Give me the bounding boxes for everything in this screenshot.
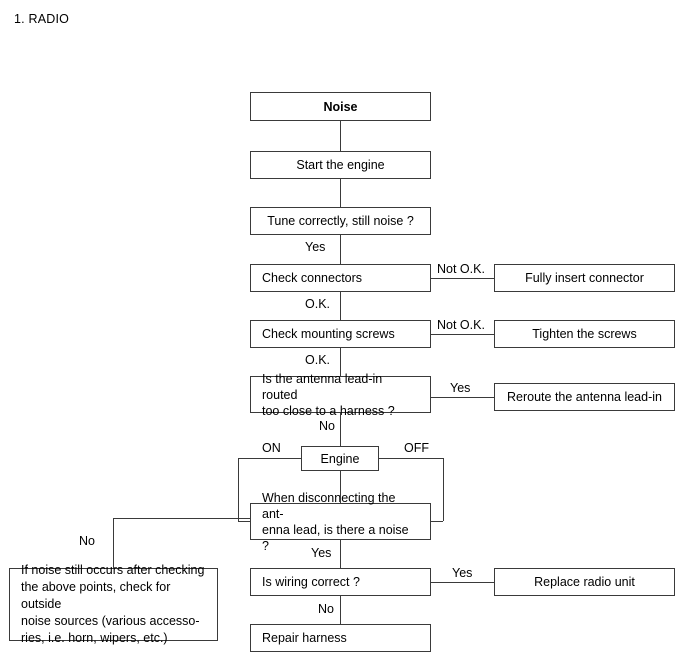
edge-label-disconnect-no: No — [79, 534, 95, 548]
node-start-engine[interactable]: Start the engine — [250, 151, 431, 179]
edge-label-screws-not-ok: Not O.K. — [437, 318, 485, 332]
edge-label-connectors-not-ok: Not O.K. — [437, 262, 485, 276]
edge-start-engine-to-tune — [340, 179, 341, 207]
node-disconnect-antenna-question[interactable]: When disconnecting the ant- enna lead, i… — [250, 491, 431, 553]
node-tune-correctly[interactable]: Tune correctly, still noise ? — [250, 207, 431, 235]
node-repair-harness[interactable]: Repair harness — [250, 624, 431, 652]
edge-antenna-to-reroute — [431, 397, 494, 398]
edge-label-disconnect-yes: Yes — [311, 546, 332, 560]
edge-disconnect-no-vertical — [113, 518, 114, 568]
edge-engine-on-horizontal — [238, 458, 301, 459]
edge-engine-on-into-box — [238, 521, 250, 522]
node-tighten-screws[interactable]: Tighten the screws — [494, 320, 675, 348]
edge-disconnect-to-wiring — [340, 540, 341, 568]
page-title: 1. RADIO — [14, 12, 70, 26]
node-check-mounting-screws[interactable]: Check mounting screws — [250, 320, 431, 348]
edge-label-wiring-no: No — [318, 602, 334, 616]
node-engine[interactable]: Engine — [301, 446, 379, 471]
edge-screws-to-tighten — [431, 334, 494, 335]
edge-label-antenna-yes: Yes — [450, 381, 471, 395]
edge-engine-to-disconnect — [340, 471, 341, 503]
edge-wiring-to-replace-radio — [431, 582, 494, 583]
node-check-connectors[interactable]: Check connectors — [250, 264, 431, 292]
node-replace-radio-unit[interactable]: Replace radio unit — [494, 568, 675, 596]
edge-noise-to-start-engine — [340, 121, 341, 151]
node-outside-noise-note[interactable]: If noise still occurs after checking the… — [9, 563, 218, 645]
edge-engine-off-horizontal — [379, 458, 443, 459]
node-reroute-antenna[interactable]: Reroute the antenna lead-in — [494, 383, 675, 411]
edge-engine-off-into-box — [431, 521, 443, 522]
edge-engine-off-vertical — [443, 458, 444, 521]
edge-label-screws-ok: O.K. — [305, 353, 331, 367]
edge-antenna-to-engine — [340, 413, 341, 446]
edge-label-engine-off: OFF — [404, 441, 429, 455]
edge-screws-to-antenna — [340, 348, 341, 376]
edge-connectors-to-screws — [340, 292, 341, 320]
edge-disconnect-no-horizontal — [113, 518, 250, 519]
node-noise[interactable]: Noise — [250, 92, 431, 121]
edge-label-antenna-no: No — [319, 419, 335, 433]
edge-wiring-to-repair-harness — [340, 596, 341, 624]
edge-label-tune-yes: Yes — [305, 240, 326, 254]
edge-label-connectors-ok: O.K. — [305, 297, 331, 311]
edge-tune-to-check-connectors — [340, 235, 341, 264]
edge-label-wiring-yes: Yes — [452, 566, 473, 580]
edge-engine-on-vertical — [238, 458, 239, 521]
edge-connectors-to-fully-insert — [431, 278, 494, 279]
node-antenna-leadin-question[interactable]: Is the antenna lead-in routed too close … — [250, 372, 431, 418]
node-is-wiring-correct[interactable]: Is wiring correct ? — [250, 568, 431, 596]
node-fully-insert-connector[interactable]: Fully insert connector — [494, 264, 675, 292]
edge-label-engine-on: ON — [262, 441, 281, 455]
